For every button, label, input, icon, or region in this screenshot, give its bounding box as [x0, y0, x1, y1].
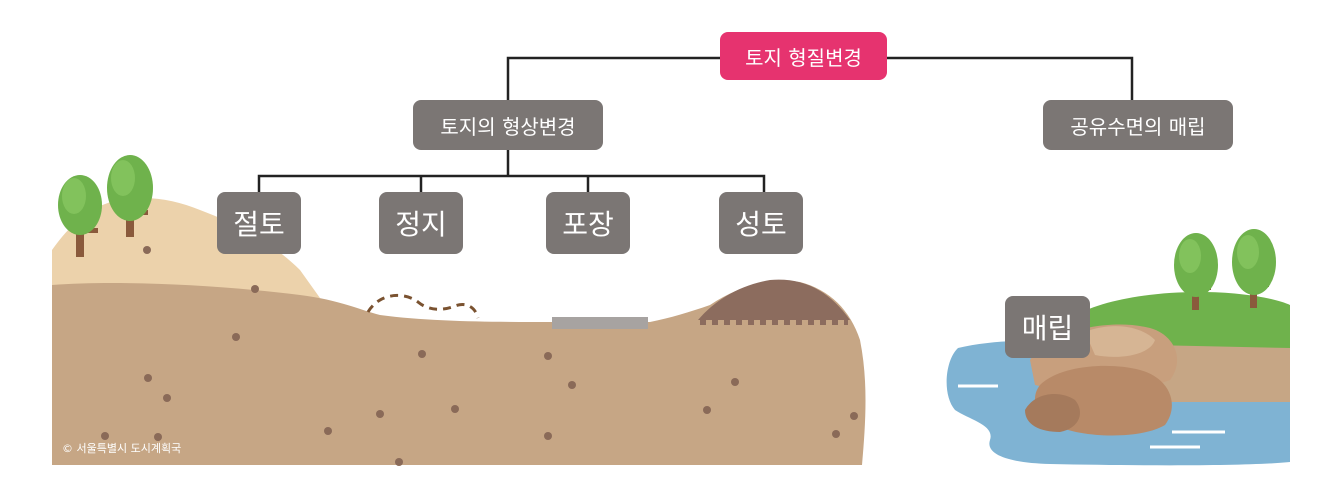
- tree-left-2: [107, 155, 153, 237]
- reclaim-rocks: [1025, 324, 1178, 436]
- sand-mound: [52, 198, 320, 298]
- water-ripples: [958, 384, 1225, 449]
- connector-lines: [257, 56, 1134, 192]
- reclaim-label: 매립: [1005, 296, 1090, 358]
- soil-dots: [101, 246, 858, 466]
- branch-node-shape-change: 토지의 형상변경: [413, 100, 603, 150]
- tree-left-1: [58, 175, 102, 257]
- leveling-curve: [366, 293, 480, 319]
- tree-right-1: [1174, 233, 1218, 310]
- leaf-node-paving: 포장: [546, 192, 630, 254]
- leaf-node-fill: 성토: [719, 192, 803, 254]
- embankment-mound: [698, 279, 850, 320]
- root-node: 토지 형질변경: [720, 32, 887, 80]
- leaf-node-leveling: 정지: [379, 192, 463, 254]
- island-soil: [1150, 345, 1290, 402]
- soil-ground: [52, 280, 866, 465]
- pavement-slab: [552, 317, 648, 329]
- tree-right-2: [1232, 229, 1276, 308]
- branch-node-reclamation: 공유수면의 매립: [1043, 100, 1233, 150]
- copyright-credit: © 서울특별시 도시계획국: [62, 442, 182, 455]
- leaf-node-cut: 절토: [217, 192, 301, 254]
